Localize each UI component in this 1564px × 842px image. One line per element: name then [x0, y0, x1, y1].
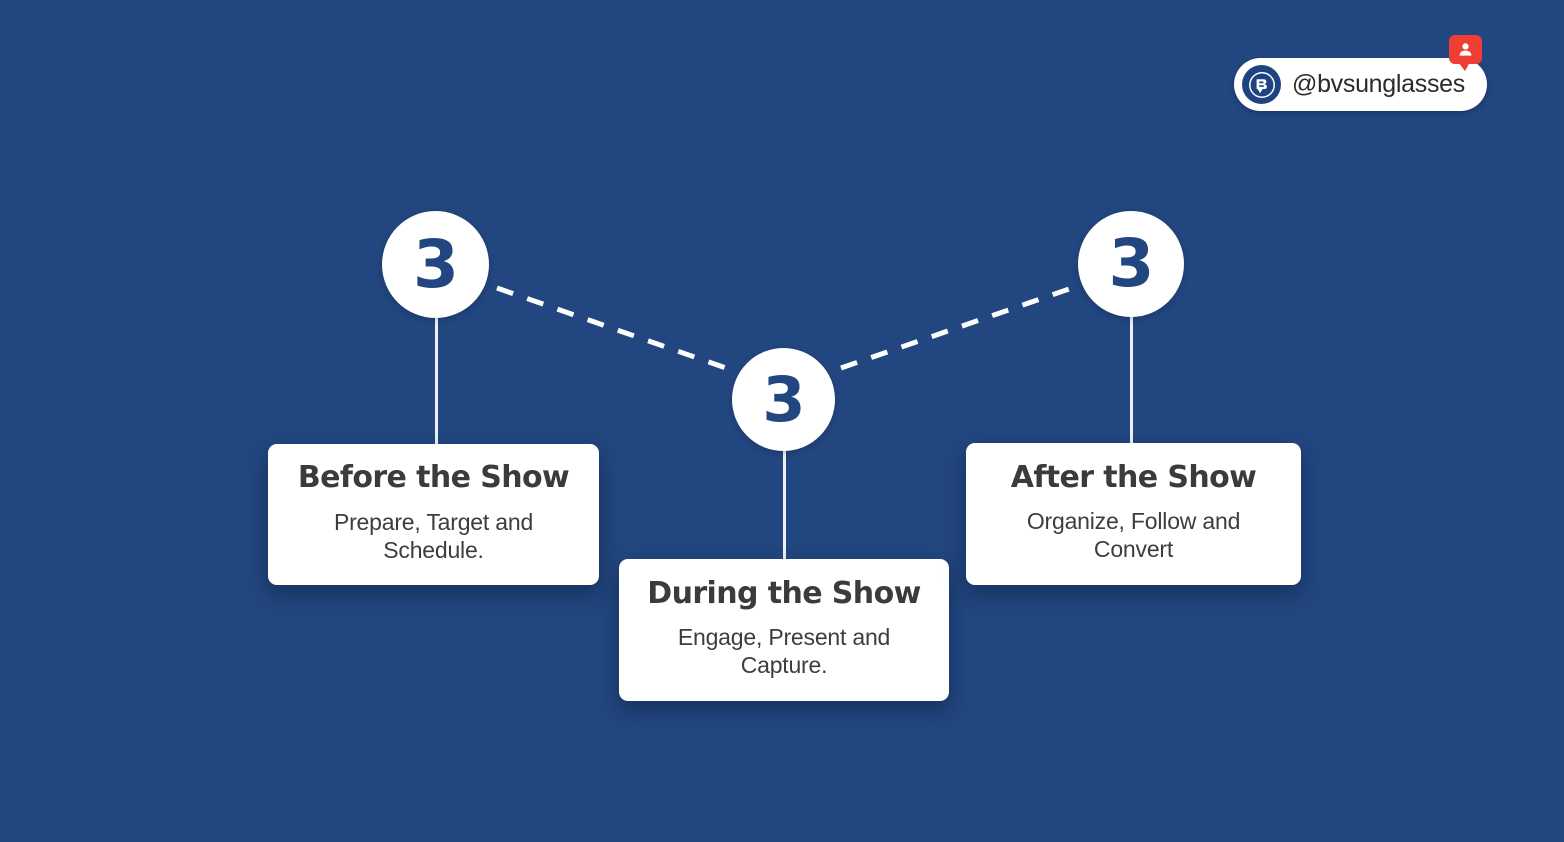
- bv-monogram-logo-icon: [1242, 65, 1281, 104]
- step-number-3: 3: [1108, 225, 1155, 302]
- person-add-notification-icon[interactable]: [1449, 35, 1482, 71]
- stem-step-1: [435, 300, 438, 460]
- social-handle-text: @bvsunglasses: [1292, 70, 1465, 98]
- step-marker-1: 3: [382, 211, 489, 318]
- stem-step-2: [783, 436, 786, 586]
- step-number-2: 3: [762, 362, 805, 436]
- step-marker-3: 3: [1078, 211, 1184, 317]
- social-handle-pill[interactable]: @bvsunglasses: [1234, 58, 1487, 111]
- step-marker-2: 3: [732, 348, 835, 451]
- connector-segment-1-2: [496, 285, 727, 371]
- step-number-1: 3: [413, 225, 459, 303]
- connector-segment-2-3: [840, 285, 1073, 371]
- step-card-after-the-show: After the Show Organize, Follow and Conv…: [966, 443, 1301, 585]
- step-card-title: During the Show: [647, 575, 921, 611]
- stem-step-3: [1130, 300, 1133, 460]
- step-card-subtitle: Organize, Follow and Convert: [1026, 507, 1241, 562]
- step-card-before-the-show: Before the Show Prepare, Target and Sche…: [268, 444, 599, 585]
- step-card-title: After the Show: [1010, 460, 1257, 496]
- step-card-during-the-show: During the Show Engage, Present and Capt…: [619, 559, 949, 701]
- step-card-title: Before the Show: [297, 460, 570, 496]
- step-card-subtitle: Prepare, Target and Schedule.: [333, 508, 534, 563]
- step-card-subtitle: Engage, Present and Capture.: [677, 624, 891, 679]
